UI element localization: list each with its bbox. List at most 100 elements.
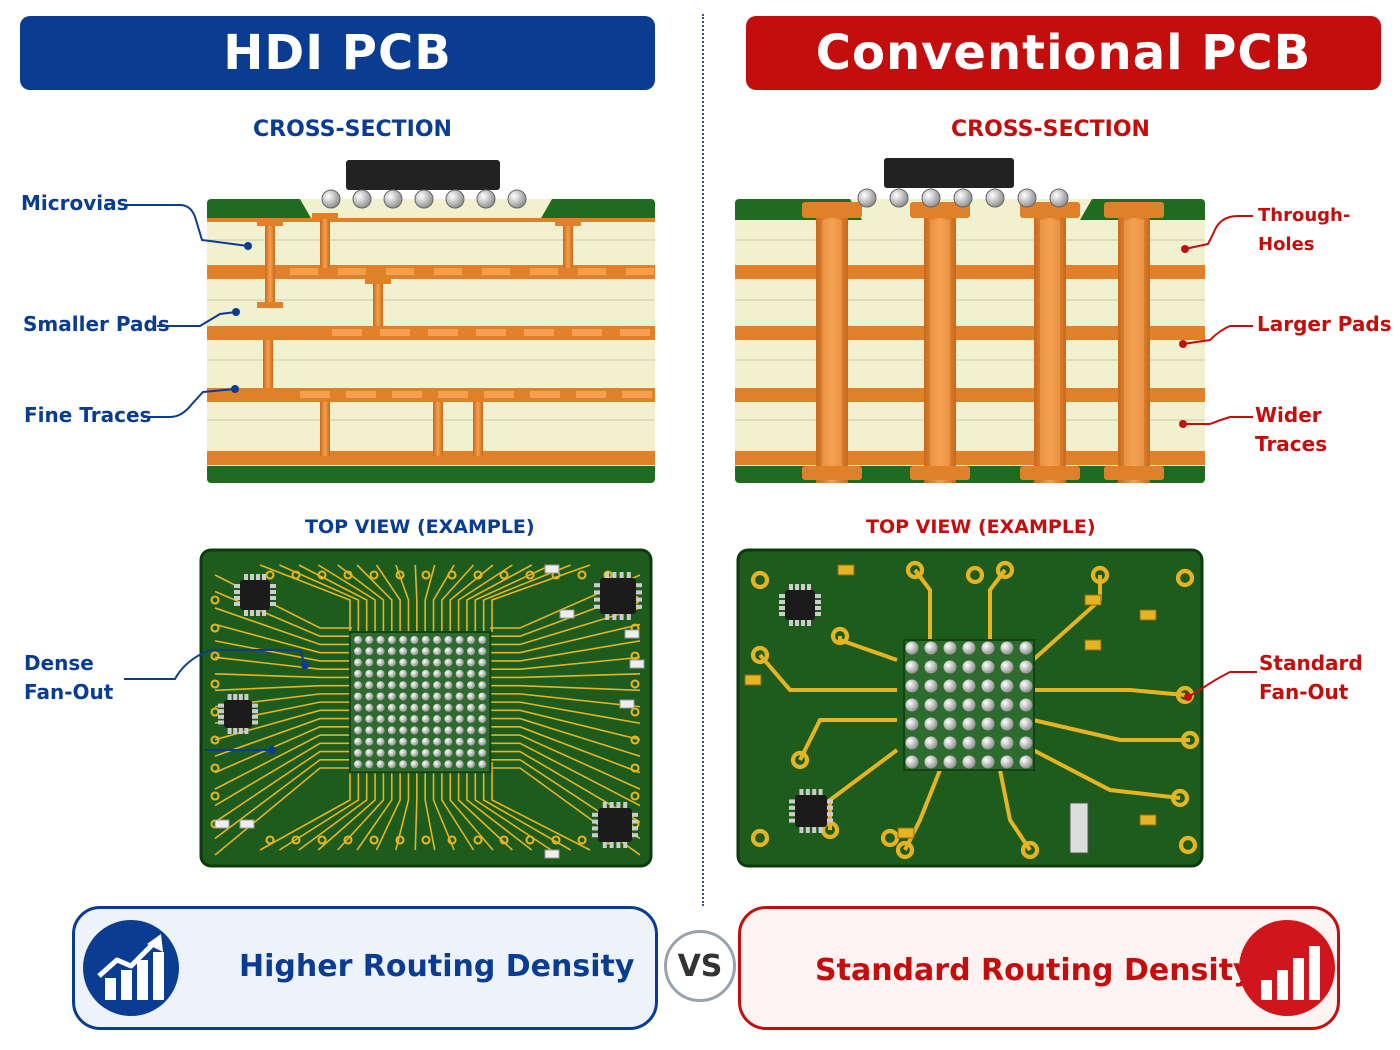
bga-ball — [467, 669, 475, 678]
bga-ball — [354, 749, 362, 757]
ic-pin — [234, 590, 240, 594]
solder-ball — [321, 189, 341, 209]
large-pad — [802, 202, 862, 218]
bga-ball — [924, 736, 938, 750]
bga-ball — [455, 692, 464, 701]
bga-ball — [1000, 717, 1014, 731]
bga-ball — [410, 760, 419, 769]
via-pad — [343, 570, 353, 580]
fine-trace — [466, 762, 533, 851]
ic-pin — [619, 572, 624, 578]
leader-line — [143, 388, 236, 418]
microvia-pad — [312, 396, 338, 402]
bga-ball — [981, 698, 995, 712]
bga-ball — [905, 698, 919, 712]
bga-ball — [387, 681, 396, 690]
bga-ball — [365, 636, 374, 644]
via-pad — [395, 570, 405, 580]
via-pad — [905, 560, 925, 580]
fine-trace — [457, 762, 513, 851]
bga-ball — [905, 641, 919, 655]
fine-trace — [346, 391, 376, 398]
solder-ball — [953, 188, 973, 208]
fine-trace — [490, 656, 641, 670]
ic-pin — [827, 805, 833, 810]
ic-package — [598, 808, 632, 842]
bga-ball — [365, 658, 374, 667]
bga-ball — [905, 660, 919, 674]
bga-ball — [1019, 736, 1033, 750]
fine-trace — [490, 701, 641, 725]
bga-ball — [943, 660, 957, 674]
via-pad — [421, 570, 431, 580]
bga-ball — [924, 755, 938, 769]
bga-ball — [399, 647, 408, 656]
ic-package — [600, 578, 636, 614]
bga-ball — [1000, 736, 1014, 750]
bga-ball — [399, 760, 408, 769]
bga-ball — [962, 641, 976, 655]
leader-dot — [1181, 245, 1189, 253]
fine-trace — [214, 623, 352, 654]
ic-pin — [795, 620, 799, 626]
smd-component — [1069, 802, 1089, 854]
fine-trace — [457, 564, 513, 632]
fine-trace — [490, 607, 641, 646]
bga-ball — [387, 658, 396, 667]
bga-ball — [455, 681, 464, 690]
fine-trace — [298, 762, 368, 851]
bga-ball — [399, 715, 408, 724]
bga-ball — [365, 760, 374, 769]
microvia — [473, 398, 483, 460]
ic-pin — [789, 805, 795, 810]
bga-ball — [421, 692, 430, 701]
bga-ball — [387, 760, 396, 769]
ic-pin — [252, 709, 258, 714]
bga-ball — [905, 717, 919, 731]
bga-ball — [905, 755, 919, 769]
ic-pin — [789, 812, 795, 817]
bga-ball — [387, 726, 396, 735]
large-pad — [1104, 202, 1164, 218]
callout-fine-traces: Fine Traces — [24, 403, 152, 427]
ic-pin — [256, 574, 260, 580]
fine-trace — [338, 268, 366, 275]
bga-ball — [1000, 698, 1014, 712]
via-pad — [210, 735, 220, 745]
bga-ball — [455, 760, 464, 769]
bga-ball — [467, 647, 475, 656]
solder-ball — [476, 189, 496, 209]
bga-ball — [387, 703, 396, 712]
fine-trace — [386, 268, 414, 275]
copper-layer — [735, 326, 1205, 340]
ic-pin — [602, 802, 607, 808]
conventional-cross-section — [735, 199, 1205, 483]
bga-ball — [421, 715, 430, 724]
via-pad — [630, 707, 640, 717]
ic-pin — [238, 694, 243, 700]
ic-pin — [270, 584, 276, 588]
bga-ball — [410, 669, 419, 678]
solder-ball — [985, 188, 1005, 208]
bga-ball — [444, 692, 453, 701]
microvia-pad — [257, 302, 283, 308]
hdi-top-view-title: TOP VIEW (EXAMPLE) — [305, 516, 535, 538]
wide-trace — [1032, 748, 1181, 800]
bga-ball — [478, 737, 487, 746]
bga-ball — [444, 658, 453, 667]
bga-ball — [421, 703, 430, 712]
fine-trace — [290, 268, 318, 275]
bga-ball — [444, 726, 453, 735]
bga-ball — [365, 749, 374, 757]
via-pad — [750, 645, 770, 665]
bga-ball — [410, 726, 419, 735]
bottom-solder-mask — [207, 466, 655, 483]
bga-ball — [455, 749, 464, 757]
ic-pin — [233, 694, 238, 700]
bga-ball — [421, 726, 430, 735]
fine-trace — [214, 673, 352, 679]
via-pad — [1175, 568, 1195, 588]
ic-package — [240, 580, 270, 610]
bga-ball — [455, 647, 464, 656]
fine-trace — [490, 709, 641, 741]
